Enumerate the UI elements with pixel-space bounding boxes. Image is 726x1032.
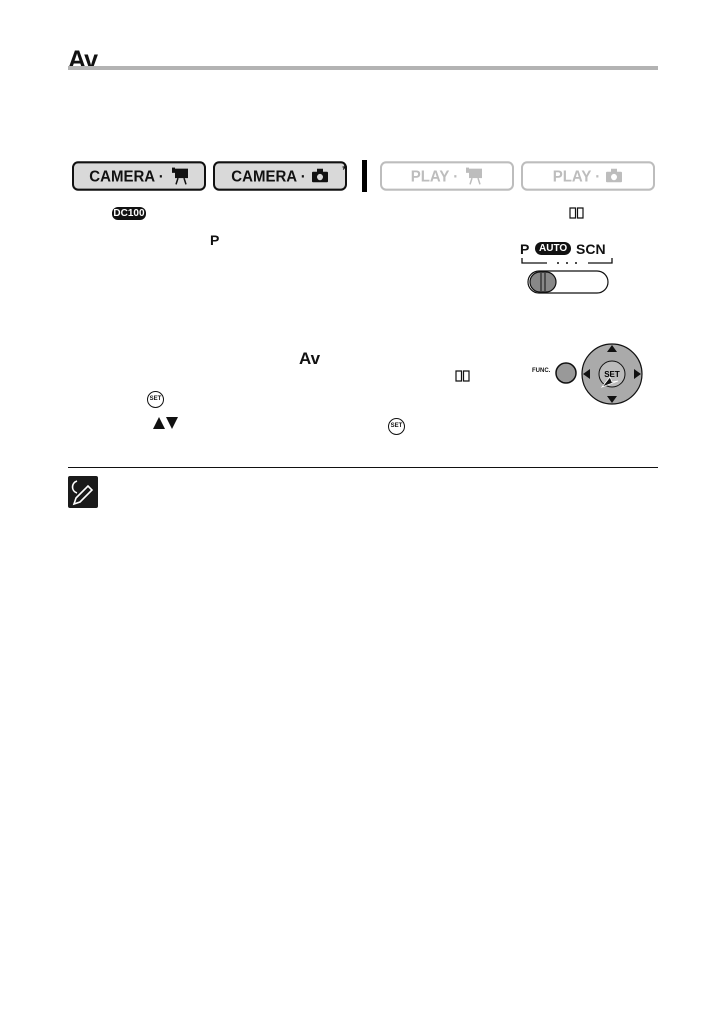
mode-camera-photo: CAMERA · * [213,161,347,191]
mode-label: CAMERA · [231,167,306,185]
mode-footnote-mark: * [342,162,347,178]
slide-switch-icon [521,258,613,294]
book-reference-icon [569,207,584,219]
up-down-arrows-icon [153,417,178,429]
set-icon: SET [388,418,405,435]
program-av: Av [299,349,321,368]
still-camera-icon [311,168,328,183]
page-title: Av [68,46,98,74]
mode-play-movie: PLAY · [380,161,514,191]
note-icon [68,476,98,508]
still-camera-icon [606,168,623,183]
model-badge: DC100 [112,207,146,220]
dial-p: P [520,241,530,257]
section-divider [68,467,658,468]
joystick-icon: SET [581,343,643,405]
mode-play-photo: PLAY · [521,161,655,191]
func-label: FUNC. [532,368,551,374]
set-icon: SET [147,391,164,408]
mode-label: PLAY · [410,167,459,185]
mode-switch-diagram: P AUTO SCN [520,241,620,296]
book-reference-icon [455,370,470,382]
title-rule [68,66,658,70]
svg-text:SET: SET [604,370,620,379]
mode-camera-movie: CAMERA · [72,161,206,191]
movie-camera-icon [171,167,188,185]
mode-separator [362,160,367,192]
func-button-icon [555,362,577,384]
movie-camera-icon [466,167,483,185]
dial-auto: AUTO [535,242,572,255]
mode-label: PLAY · [552,167,601,185]
dial-scn: SCN [576,241,606,257]
mode-letter-p: P [210,232,220,248]
mode-label: CAMERA · [89,167,164,185]
